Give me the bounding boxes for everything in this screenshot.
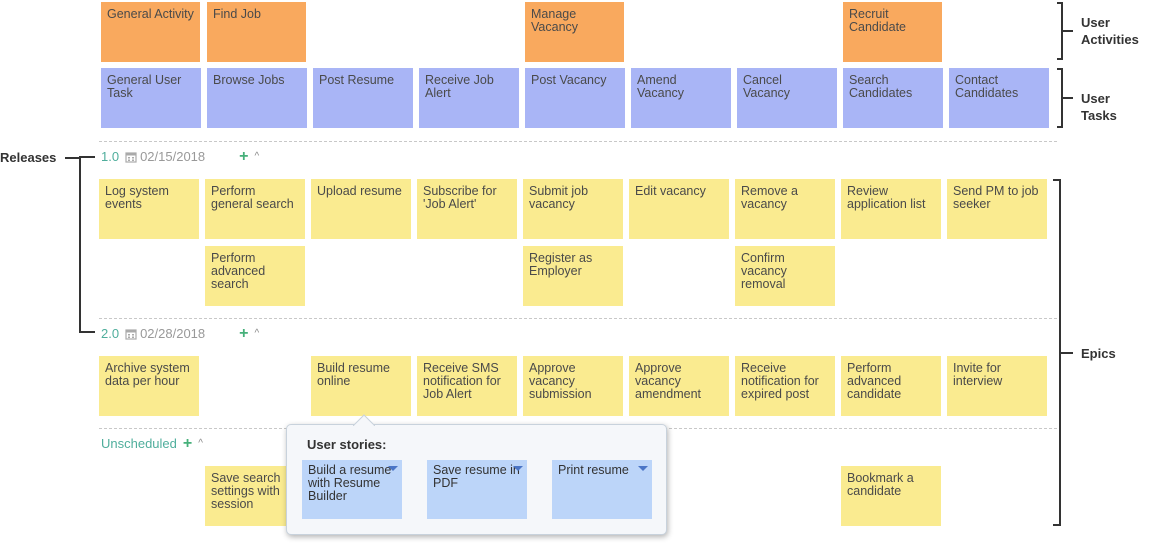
releases-label: Releases: [0, 150, 57, 165]
activity-card[interactable]: General Activity: [101, 2, 200, 62]
task-card[interactable]: Cancel Vacancy: [737, 68, 837, 128]
release-header-1[interactable]: 1.0 02/15/2018 + ^: [101, 147, 260, 165]
epic-card[interactable]: Bookmark a candidate: [841, 466, 941, 526]
dropdown-triangle-icon[interactable]: [513, 466, 523, 471]
story-text: Save resume in PDF: [433, 463, 520, 490]
plus-icon[interactable]: +: [239, 324, 249, 342]
epic-card[interactable]: Review application list: [841, 179, 941, 239]
task-card[interactable]: General User Task: [101, 68, 201, 128]
bracket-tick: [1063, 97, 1073, 99]
epic-card[interactable]: Remove a vacancy: [735, 179, 835, 239]
activities-bracket: [1057, 2, 1063, 60]
epic-card[interactable]: Perform advanced candidate: [841, 356, 941, 416]
release-name[interactable]: 1.0: [101, 149, 120, 164]
tasks-bracket: [1057, 68, 1063, 128]
epic-card[interactable]: Confirm vacancy removal: [735, 246, 835, 306]
user-story-card[interactable]: Build a resume with Resume Builder: [302, 460, 402, 519]
epic-card[interactable]: Send PM to job seeker: [947, 179, 1047, 239]
user-activities-label: User Activities: [1081, 15, 1139, 47]
epic-card[interactable]: Build resume online: [311, 356, 411, 416]
user-tasks-label: User Tasks: [1081, 91, 1117, 123]
task-card[interactable]: Post Vacancy: [525, 68, 625, 128]
epics-bracket: [1053, 179, 1061, 526]
bracket-tick: [1063, 30, 1073, 32]
release-date-text: 02/28/2018: [140, 326, 206, 341]
calendar-icon: [125, 151, 137, 163]
bracket-tick: [65, 157, 79, 159]
activity-card[interactable]: Manage Vacancy: [525, 2, 624, 62]
story-text: Print resume: [558, 463, 629, 477]
chevron-up-icon[interactable]: ^: [198, 438, 203, 449]
task-card[interactable]: Browse Jobs: [207, 68, 307, 128]
releases-bracket: [79, 156, 95, 333]
epic-card[interactable]: Upload resume: [311, 179, 411, 239]
epic-card[interactable]: Archive system data per hour: [99, 356, 199, 416]
epics-label: Epics: [1081, 346, 1116, 361]
epic-card[interactable]: Invite for interview: [947, 356, 1047, 416]
epic-card[interactable]: Submit job vacancy: [523, 179, 623, 239]
plus-icon[interactable]: +: [239, 147, 249, 165]
release-name[interactable]: 2.0: [101, 326, 120, 341]
user-stories-popup[interactable]: User stories: Build a resume with Resume…: [286, 414, 667, 535]
story-text: Build a resume with Resume Builder: [308, 463, 392, 503]
release-header-2[interactable]: 2.0 02/28/2018 + ^: [101, 324, 260, 342]
release-divider: [99, 318, 1057, 319]
user-story-card[interactable]: Print resume: [552, 460, 652, 519]
release-name[interactable]: Unscheduled: [101, 436, 177, 451]
epic-card[interactable]: Receive SMS notification for Job Alert: [417, 356, 517, 416]
task-card[interactable]: Amend Vacancy: [631, 68, 731, 128]
epic-card[interactable]: Edit vacancy: [629, 179, 729, 239]
epic-card[interactable]: Subscribe for 'Job Alert': [417, 179, 517, 239]
task-card[interactable]: Search Candidates: [843, 68, 943, 128]
release-divider: [99, 141, 1057, 142]
epic-card[interactable]: Approve vacancy submission: [523, 356, 623, 416]
chevron-up-icon[interactable]: ^: [254, 328, 260, 339]
dropdown-triangle-icon[interactable]: [638, 466, 648, 471]
release-date[interactable]: 02/15/2018: [125, 149, 205, 164]
chevron-up-icon[interactable]: ^: [254, 151, 260, 162]
epic-card[interactable]: Receive notification for expired post: [735, 356, 835, 416]
epic-card[interactable]: Approve vacancy amendment: [629, 356, 729, 416]
plus-icon[interactable]: +: [182, 434, 193, 452]
task-card[interactable]: Receive Job Alert: [419, 68, 519, 128]
activity-card[interactable]: Recruit Candidate: [843, 2, 942, 62]
epic-card[interactable]: Register as Employer: [523, 246, 623, 306]
task-card[interactable]: Contact Candidates: [949, 68, 1049, 128]
release-date[interactable]: 02/28/2018: [125, 326, 205, 341]
activity-card[interactable]: Find Job: [207, 2, 306, 62]
epic-card[interactable]: Log system events: [99, 179, 199, 239]
task-card[interactable]: Post Resume: [313, 68, 413, 128]
user-story-card[interactable]: Save resume in PDF: [427, 460, 527, 519]
dropdown-triangle-icon[interactable]: [388, 466, 398, 471]
bracket-tick: [1061, 352, 1073, 354]
popup-title: User stories:: [307, 437, 387, 452]
epic-card[interactable]: Perform general search: [205, 179, 305, 239]
release-date-text: 02/15/2018: [140, 149, 206, 164]
calendar-icon: [125, 328, 137, 340]
popup-pointer: [353, 414, 375, 426]
release-header-unscheduled[interactable]: Unscheduled + ^: [101, 434, 203, 452]
epic-card[interactable]: Perform advanced search: [205, 246, 305, 306]
